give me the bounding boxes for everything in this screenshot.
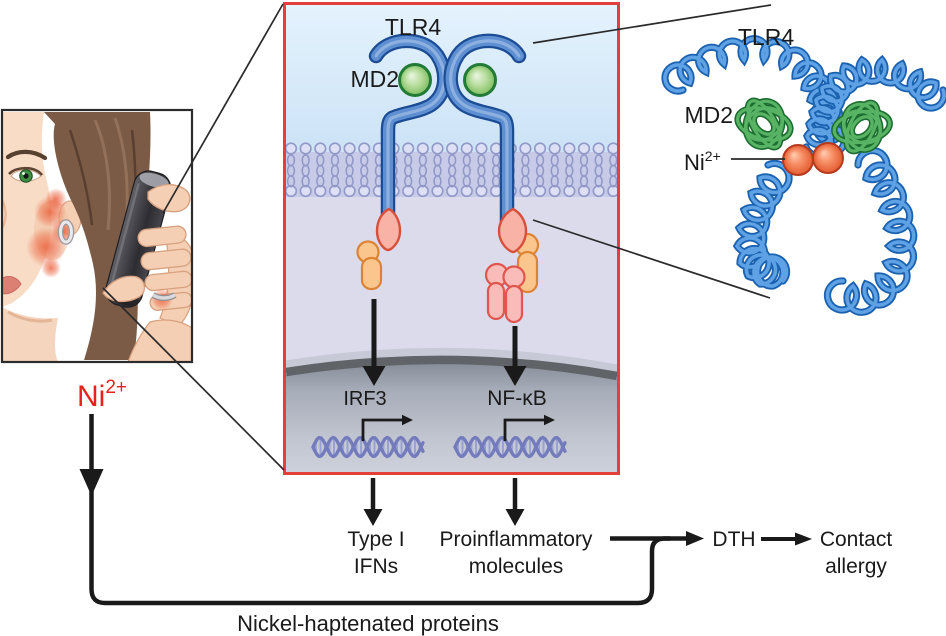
earring: [59, 220, 73, 244]
lips: [3, 276, 22, 295]
type1-ifns-label-line2: IFNs: [354, 555, 398, 578]
nuclear-envelope-glow: [286, 347, 617, 378]
upper-eyelid: [8, 166, 44, 176]
md2-label-structure: MD2: [684, 102, 733, 128]
tlr4-receptor-dimer: [368, 33, 527, 245]
lipid-bilayer: [286, 142, 617, 198]
zoom-line-face-to-inset-top: [162, 3, 284, 214]
ring: [152, 293, 176, 300]
inset-red-border: [283, 2, 620, 475]
eye-pupil: [23, 173, 29, 179]
index-finger: [147, 183, 191, 213]
irf3-label: IRF3: [343, 388, 386, 410]
finger: [144, 270, 191, 292]
ni-ion-label: Ni2+: [77, 377, 127, 413]
transcription-arrow-irf3: [361, 418, 402, 441]
jaw-shadow: [7, 310, 53, 323]
structure-panel: TLR4 MD2 Ni2+: [661, 24, 946, 316]
photo-panel: [0, 108, 194, 364]
transcription-arrowhead-irf3: [402, 414, 413, 426]
nickel-haptenated-proteins-label: Nickel-haptenated proteins: [237, 611, 499, 636]
ni-label-structure: Ni2+: [684, 148, 721, 175]
transcription-arrowhead-nfkb: [544, 414, 555, 426]
zoom-line-face-to-inset-bottom: [102, 287, 285, 471]
flow-diagram: Ni2+ Type I IFNs Proinflammatory molecul…: [77, 377, 892, 636]
nose-line: [3, 199, 7, 229]
dna-helix-right: [453, 435, 567, 459]
finger: [137, 225, 187, 248]
tlr4-coil-structure: [661, 35, 946, 316]
contact-allergy-label-line2: allergy: [825, 555, 887, 578]
md2-label-cell: MD2: [350, 66, 399, 92]
nickel-haptenated-pathway-line: [89, 414, 670, 606]
proinflammatory-label-line2: molecules: [469, 555, 564, 578]
photo-panel-border: [0, 108, 194, 364]
magnification-lines: [102, 3, 772, 471]
thumb: [102, 275, 146, 303]
signaling-arrows: [362, 299, 527, 386]
nuclear-envelope: [286, 355, 617, 381]
adapter-proteins-right: [484, 207, 540, 324]
dna-helix-left: [311, 435, 425, 459]
nfkb-label: NF-κB: [487, 387, 547, 410]
cheek-irritation-patch: [41, 258, 61, 278]
md2-tangle-structures: [734, 97, 893, 155]
tlr4-label-cell: TLR4: [385, 14, 441, 40]
contact-allergy-label-line1: Contact: [820, 528, 893, 551]
nickel-ion-sphere: [812, 142, 844, 174]
nickel-ion-sphere: [782, 144, 814, 176]
md2-protein-right: [463, 63, 497, 97]
eyebrow: [5, 149, 48, 161]
proinflammatory-label-line1: Proinflammatory: [440, 528, 593, 551]
cell-inset-panel: TLR4 MD2 IRF3 NF-κB: [283, 2, 620, 475]
tlr4-label-structure: TLR4: [738, 24, 794, 50]
dth-label: DTH: [712, 528, 755, 551]
flow-arrows: [363, 478, 812, 546]
zoom-line-inset-to-structure-top: [532, 4, 772, 44]
eye-catchlight: [22, 172, 25, 175]
cheek-irritation-patch: [45, 188, 67, 210]
ni-down-arrowhead: [79, 469, 104, 496]
zoom-line-inset-to-structure-bottom: [532, 219, 771, 299]
type1-ifns-label-line1: Type I: [347, 528, 404, 551]
phone-top-highlight: [139, 172, 169, 188]
transcription-arrow-nfkb: [503, 418, 544, 441]
md2-protein-left: [398, 63, 432, 97]
adapter-proteins-left: [356, 207, 402, 291]
photo-illustration: [3, 112, 191, 361]
